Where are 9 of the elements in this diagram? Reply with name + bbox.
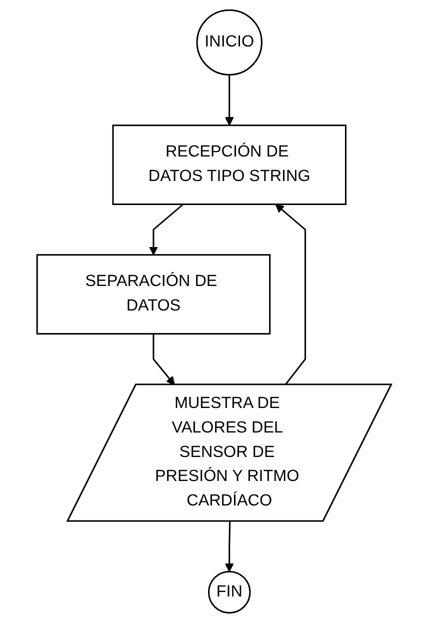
arrow — [153, 334, 176, 386]
node-circle: INICIO — [196, 9, 263, 76]
arrow — [276, 204, 306, 386]
node-circle: FIN — [208, 570, 252, 614]
node-box: SEPARACIÓN DE DATOS — [36, 254, 271, 335]
arrow — [149, 204, 184, 256]
arrow — [225, 522, 234, 572]
arrow — [225, 74, 234, 126]
node-box: RECEPCIÓN DE DATOS TIPO STRING — [112, 124, 347, 206]
